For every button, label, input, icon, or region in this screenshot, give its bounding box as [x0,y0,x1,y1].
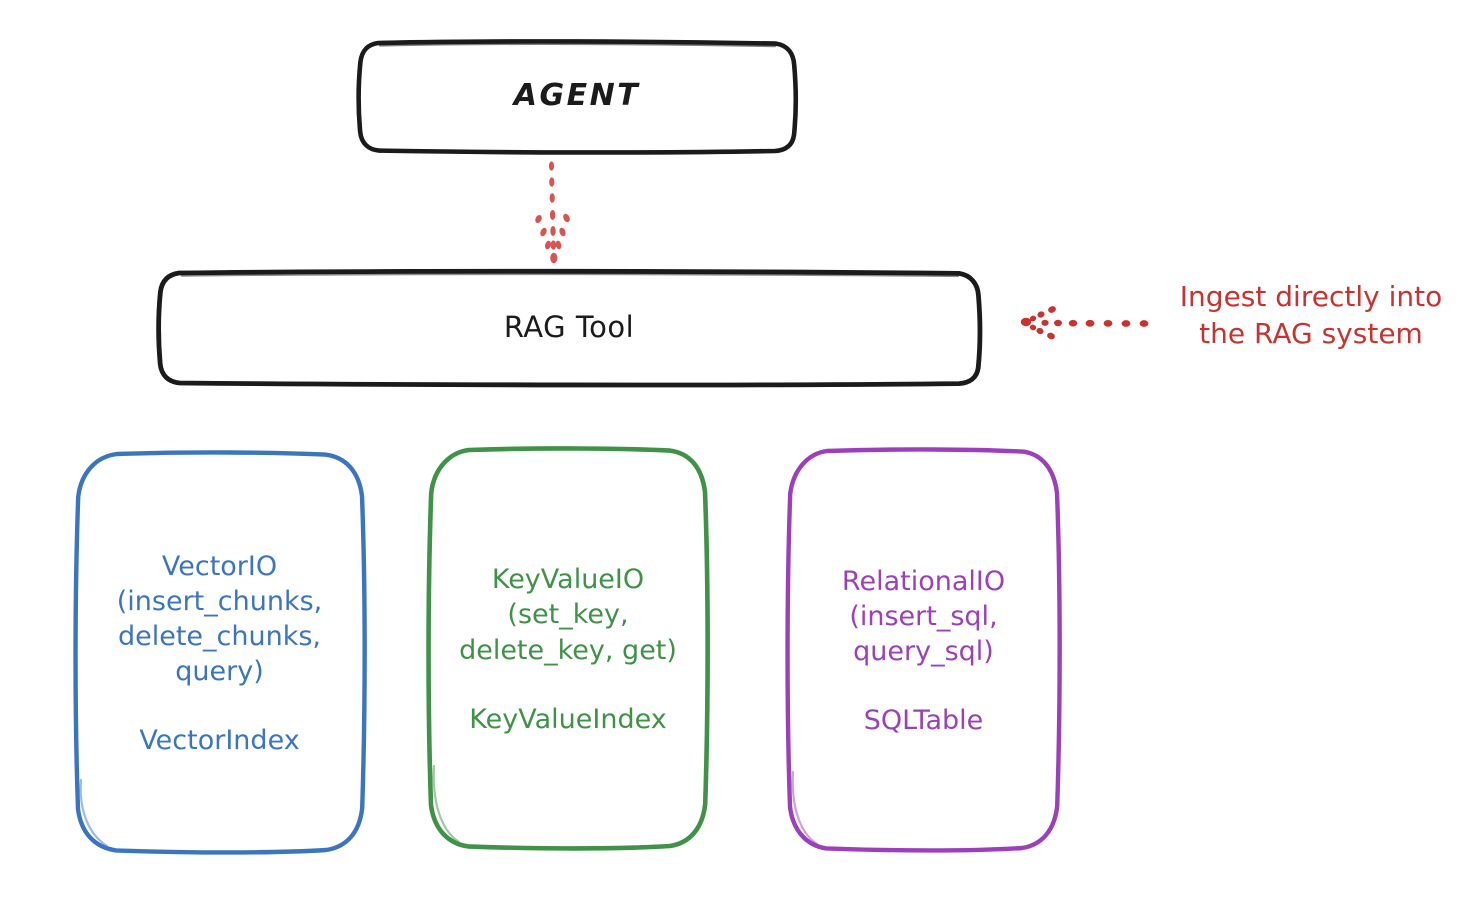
node-vector-io[interactable]: VectorIO (insert_chunks, delete_chunks, … [71,450,368,857]
node-rag-tool[interactable]: RAG Tool [154,268,984,388]
node-relational-io[interactable]: RelationalIO (insert_sql, query_sql) SQL… [784,447,1063,855]
annotation-ingest-text: Ingest directly into the RAG system [1179,280,1443,350]
node-agent[interactable]: AGENT [356,38,799,155]
node-key-value-io-secondary-label: KeyValueIndex [469,703,667,735]
node-key-value-io-primary-label: KeyValueIO (set_key, delete_key, get) [459,564,677,666]
node-relational-io-primary-label: RelationalIO (insert_sql, query_sql) [841,565,1006,667]
node-vector-io-secondary-label: VectorIndex [139,725,300,757]
connector-ingest-arrow [1020,306,1149,340]
node-agent-label: AGENT [513,77,641,113]
node-relational-io-secondary-label: SQLTable [863,705,984,737]
node-rag-tool-label: RAG Tool [503,309,635,344]
node-key-value-io[interactable]: KeyValueIO (set_key, delete_key, get) Ke… [425,446,711,853]
connector-agent-to-rag-arrow [535,161,570,264]
node-vector-io-primary-label: VectorIO (insert_chunks, delete_chunks, … [116,550,323,688]
